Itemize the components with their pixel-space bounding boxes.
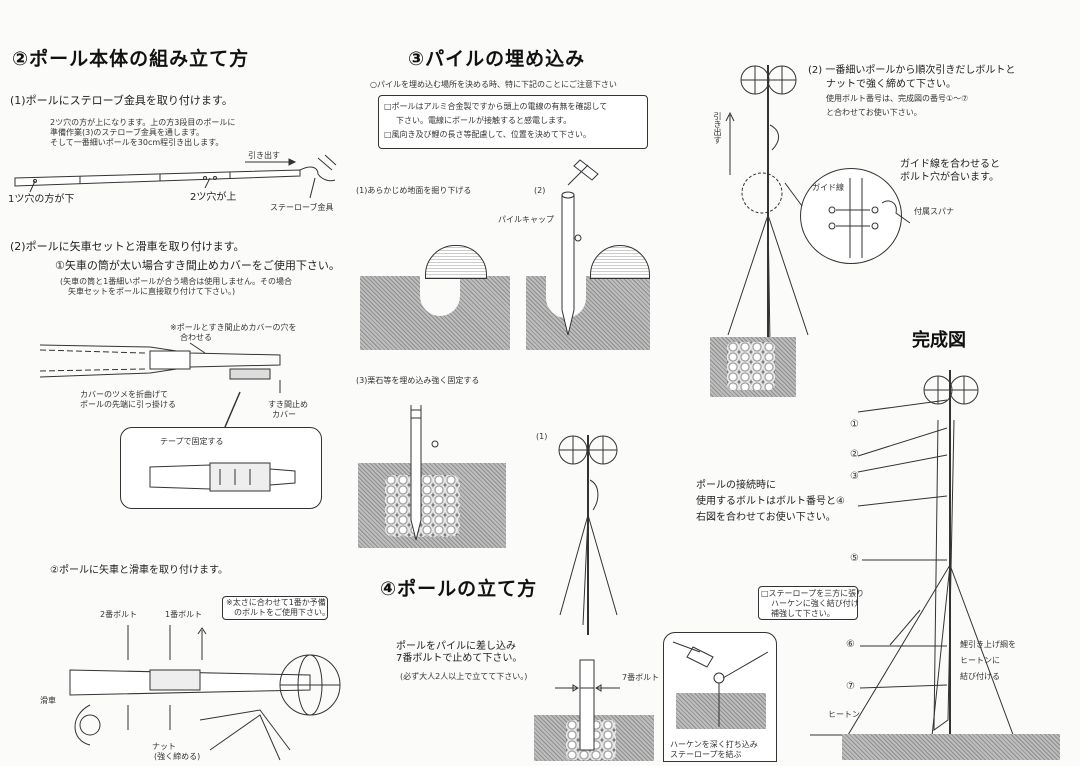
pole-fitting-diagram	[14, 154, 337, 199]
pulley-assembly-diagram	[69, 625, 341, 761]
step2-sub: ①矢車の筒が太い場合すき間止めカバーをご使用下さい。	[55, 259, 340, 272]
rope-note-3: 結び付ける	[960, 672, 1000, 681]
bend-label-1: カバーのツメを折曲げて	[80, 390, 168, 399]
bolt-number-6: ⑥	[846, 639, 855, 650]
pile-step3: (3)栗石等を埋め込み強く固定する	[356, 376, 480, 385]
bend-label-2: ポールの先端に引っ掛ける	[80, 400, 176, 409]
cover-diagram	[39, 342, 281, 393]
caution-3: □風向き及び鯉の長さ等配慮して、位置を決めて下さい。	[384, 130, 591, 139]
raised-pole-drawing	[558, 435, 618, 635]
section3-title: ③パイルの埋め込み	[408, 48, 586, 70]
peg-note-1: ハーケンを深く打ち込み	[670, 740, 758, 749]
two-hole-label: 2ツ穴が上	[190, 192, 237, 203]
pile-in-ground	[410, 405, 439, 541]
guide-note-1: ガイド線を合わせると	[900, 159, 1000, 170]
bolt-number-1: ①	[850, 419, 859, 430]
bolt7-label: 7番ボルト	[622, 673, 660, 682]
guide-note-2: ボルト穴が合います。	[900, 172, 999, 183]
pile-drive-drawing	[561, 159, 599, 336]
peg-ground	[676, 693, 766, 729]
pile-cap-label: パイルキャップ	[498, 215, 554, 224]
peg-drawing	[672, 641, 769, 727]
pull-out-vertical: 引き出す	[713, 112, 722, 144]
guide-line-label: ガイド線	[812, 183, 844, 192]
step2-note-1: (矢車の筒と1番細いポールが合う場合は使用しません。その場合	[60, 277, 292, 286]
right-step2: (2) 一番細いポールから順次引きだしボルトと	[808, 65, 1016, 76]
stones	[385, 475, 460, 537]
cover-label-2: カバー	[272, 410, 296, 419]
bolt-number-5: ⑤	[850, 553, 859, 564]
nut-label-2: (強く締める)	[154, 752, 201, 761]
guide-detail-drawing	[784, 178, 911, 258]
complete-pole-drawing	[810, 370, 1016, 756]
step2-note-2: 矢車セットをポールに直接取り付けて下さい。)	[68, 287, 236, 296]
rope-note-2: ヒートンに	[960, 656, 1000, 665]
bolt-note-box	[222, 596, 328, 620]
bolt1-label: 1番ボルト	[165, 610, 203, 619]
guide-detail-circle	[800, 168, 902, 264]
right-step2-line2: 使用ボルト番号は、完成図の番号①〜⑦	[826, 94, 969, 103]
section2-step2: (2)ポールに矢車セットと滑車を取り付けます。	[10, 240, 245, 253]
extend-pole-drawing	[725, 65, 809, 390]
right-step2-line1: ナットで強く締めて下さい。	[826, 79, 956, 90]
one-hole-label: 1ツ穴の方が下	[8, 194, 75, 205]
stay-note-2: ハーケンに強く結び付け	[771, 599, 859, 608]
pole-base-drawing	[555, 659, 620, 751]
section2-step2b: ②ポールに矢車と滑車を取り付けます。	[50, 565, 228, 576]
section4-title: ④ポールの立て方	[380, 578, 538, 600]
cover-label-1: すき間止め	[268, 400, 308, 409]
bolt-note-line2: 使用するボルトはボルト番号と④	[696, 496, 845, 507]
bolt-note-line1: ポールの接続時に	[696, 480, 776, 491]
pile-step1: (1)あらかじめ地面を掘り下げる	[356, 186, 472, 195]
nut-label-1: ナット	[152, 742, 176, 751]
bolt-number-7: ⑦	[846, 681, 855, 692]
rope-note-1: 鯉引き上げ綱を	[960, 640, 1016, 649]
complete-ground	[842, 734, 1060, 760]
step1-note-3: そして一番細いポールを30cm程引き出します。	[50, 138, 224, 147]
tape-label: テープで固定する	[160, 437, 224, 446]
pulley-label: 滑車	[40, 696, 56, 705]
bolt2-label: 2番ボルト	[100, 610, 138, 619]
stay-note-1: □ステーロープを三方に張り	[761, 589, 865, 598]
align-note-1: ※ポールとすき間止めカバーの穴を	[170, 323, 297, 332]
caution-1: □ポールはアルミ合金製ですから頭上の電線の有無を確認して	[384, 102, 608, 111]
section2-step1: (1)ポールにステローブ金具を取り付けます。	[10, 94, 233, 107]
stay-note-3: 補強して下さい。	[771, 609, 835, 618]
bolt-number-3: ③	[850, 471, 859, 482]
fitting-label: ステーローブ金具	[270, 203, 334, 212]
step1-note-2: 準備作業(3)のステローブ金具を通します。	[50, 128, 205, 137]
stay-note-box	[758, 586, 858, 620]
right-step2-line3: と合わせてお使い下さい。	[826, 108, 922, 117]
complete-title: 完成図	[912, 330, 966, 351]
heaton-label: ヒートン	[828, 710, 860, 719]
bolt-note-2: のボルトをご使用下さい。	[234, 608, 330, 617]
peg-note-2: ステーロープを結ぶ	[670, 750, 742, 759]
section2-title: ②ポール本体の組み立て方	[12, 48, 250, 70]
bolt-note-line3: 右図を合わせてお使い下さい。	[696, 512, 836, 523]
step1-note-1: 2ツ穴の方が上になります。上の方3段目のポールに	[50, 118, 236, 127]
instruction-note: (必ず大人2人以上で立てて下さい。)	[400, 672, 528, 681]
pile-step2: (2)	[534, 186, 546, 195]
raise-step1: (1)	[536, 432, 548, 441]
pull-out-label: 引き出す	[248, 151, 280, 160]
wrench-label: 付属スパナ	[914, 207, 954, 216]
bolt-note-1: ※太さに合わせて1番か予備	[226, 598, 326, 607]
tape-detail-drawing	[149, 391, 296, 492]
caution-box	[378, 95, 648, 149]
instruction-1: ポールをパイルに差し込み	[396, 641, 516, 652]
extend-stones	[727, 342, 775, 390]
section3-intro: ○パイルを埋め込む場所を決める時、特に下記のことにご注意下さい	[370, 80, 617, 89]
caution-2: 下さい。電線にポールが接触すると感電します。	[396, 116, 572, 125]
soil-mound-1	[425, 245, 487, 279]
align-note-2: 合わせる	[180, 333, 212, 342]
instruction-2: 7番ボルトで止めて下さい。	[396, 653, 523, 664]
bolt-number-2: ②	[850, 449, 859, 460]
